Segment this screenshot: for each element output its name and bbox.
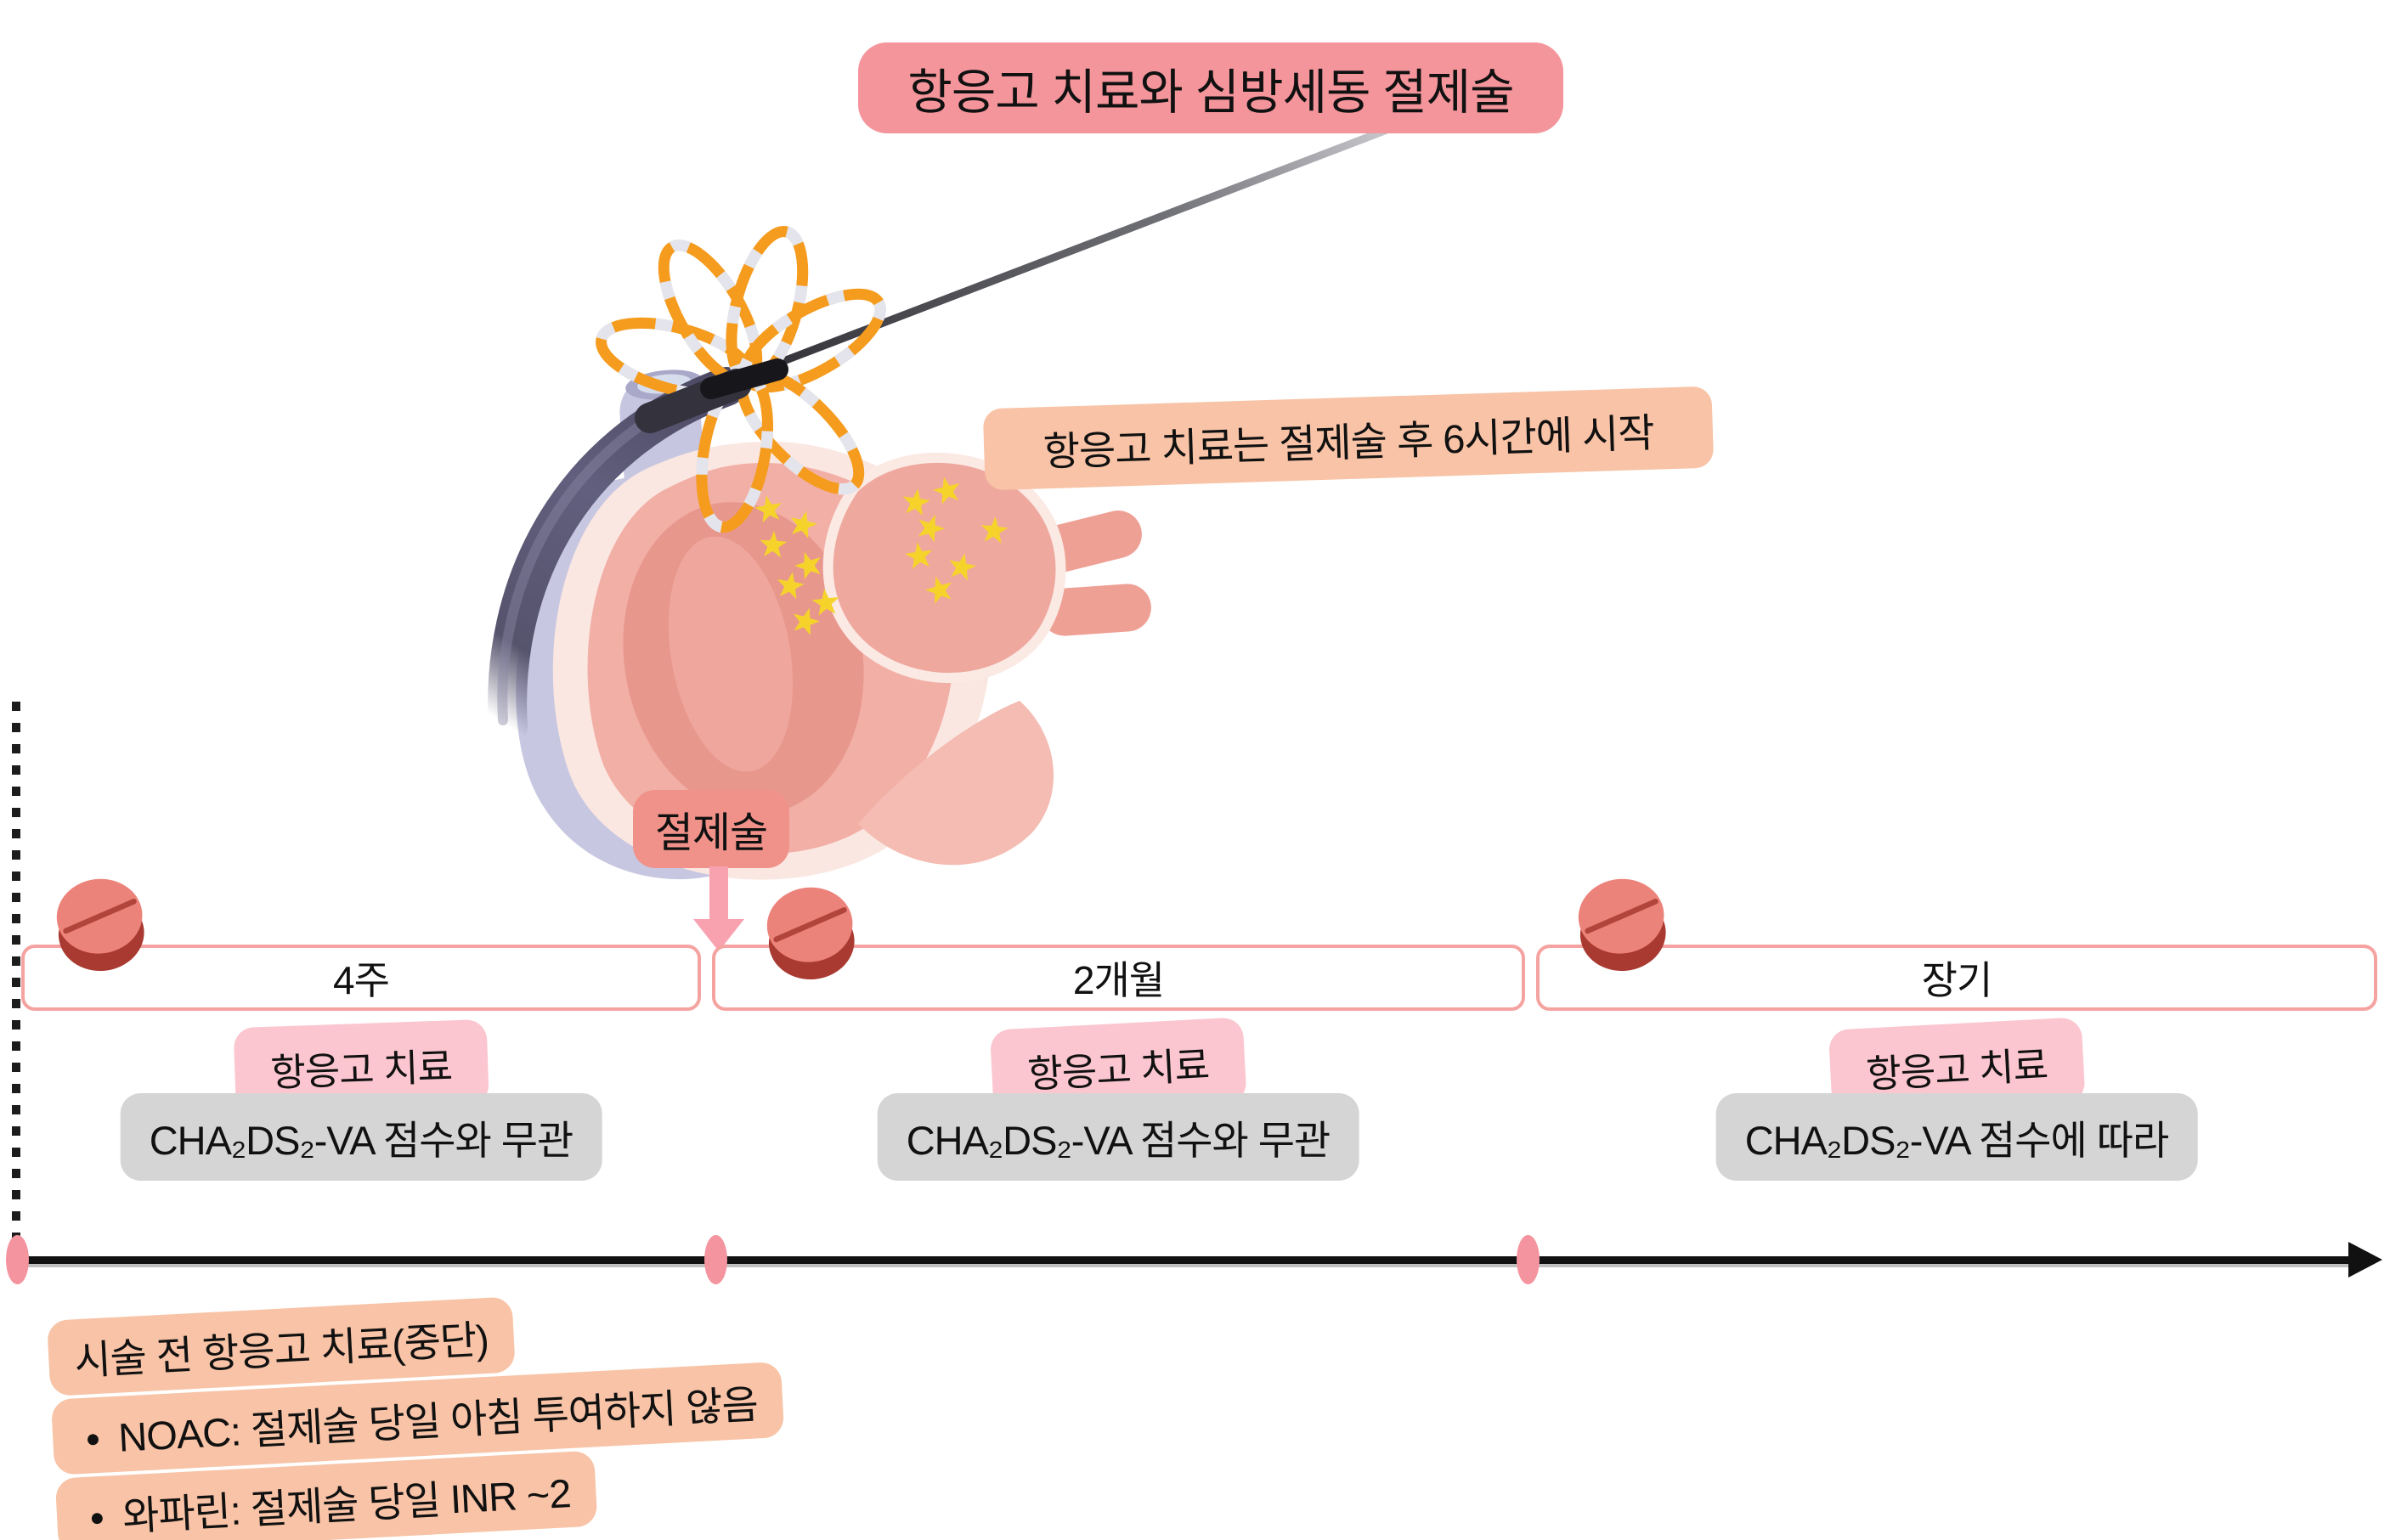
page-title: 항응고 치료와 심방세동 절제술	[858, 42, 1563, 133]
criteria-label-2: CHA₂DS₂-VA 점수와 무관	[877, 1093, 1359, 1181]
pill-icon	[48, 866, 153, 979]
pre-procedure-dashed-line	[12, 702, 20, 1252]
pill-icon	[1569, 866, 1675, 979]
timeline-dot-2-months	[1517, 1235, 1540, 1284]
heart-body	[552, 442, 1151, 880]
guidewire-needle	[731, 123, 1398, 384]
pulmonary-vein-lower	[1041, 584, 1151, 636]
timeline-dot-procedure-start	[6, 1235, 29, 1284]
criteria-label-3: CHA₂DS₂-VA 점수에 따라	[1715, 1093, 2198, 1181]
segment-duration: 장기	[1921, 958, 1993, 1002]
bullet-icon: ●	[84, 1424, 101, 1453]
segment-box-long-term: 장기	[1536, 945, 2377, 1011]
segment-duration: 4주	[333, 958, 390, 1002]
timeline-axis	[12, 1256, 2353, 1264]
pill-icon	[758, 875, 863, 988]
heart-ablation-illustration	[488, 123, 1398, 880]
pre-procedure-noac-text: NOAC: 절제술 당일 아침 투여하지 않음	[117, 1381, 760, 1460]
pre-procedure-note: 시술 전 항응고 치료(중단) ● NOAC: 절제술 당일 아침 투여하지 않음…	[47, 1283, 789, 1540]
criteria-label-1: CHA₂DS₂-VA 점수와 무관	[120, 1093, 602, 1181]
pre-procedure-warfarin-text: 와파린: 절제술 당일 INR ~2	[121, 1470, 572, 1539]
ablation-arrow-icon	[709, 866, 728, 921]
timeline-arrowhead-icon	[2348, 1242, 2382, 1278]
bullet-icon: ●	[88, 1503, 105, 1532]
timeline-dot-ablation	[704, 1235, 727, 1284]
left-atrium	[822, 452, 1066, 684]
catheter-hub	[635, 358, 788, 433]
pre-procedure-title-text: 시술 전 항응고 치료(중단)	[73, 1316, 490, 1384]
segment-duration: 2개월	[1072, 958, 1165, 1002]
ablation-badge: 절제술	[633, 790, 789, 868]
